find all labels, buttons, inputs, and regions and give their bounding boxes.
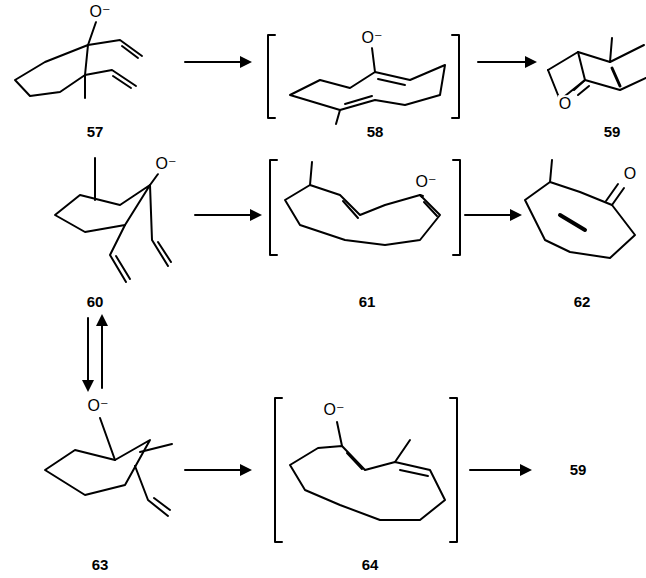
compound-number: 62	[573, 294, 592, 311]
molecule-64	[275, 398, 457, 542]
compound-number: 58	[366, 124, 385, 141]
molecule-61	[270, 160, 460, 255]
compound-number: 64	[361, 557, 380, 574]
compound-number: 57	[86, 124, 105, 141]
reaction-arrows	[88, 62, 527, 470]
compound-number: 63	[91, 557, 110, 574]
molecule-60	[55, 158, 171, 282]
atom-label: O⁻	[415, 173, 438, 191]
atom-label: O⁻	[87, 397, 110, 415]
molecule-58	[268, 35, 459, 124]
compound-number: 59	[603, 124, 622, 141]
compound-number: 61	[358, 294, 377, 311]
atom-label: O⁻	[89, 3, 112, 21]
atom-label: O⁻	[361, 29, 384, 47]
compound-number: 60	[86, 294, 105, 311]
molecule-57	[15, 22, 142, 98]
molecule-59	[548, 38, 646, 100]
compound-number: 59	[569, 462, 588, 479]
atom-label: O	[558, 95, 572, 113]
arrowheads	[82, 56, 537, 476]
molecule-63	[45, 418, 172, 516]
molecule-62	[525, 160, 635, 258]
atom-label: O	[623, 165, 637, 183]
atom-label: O⁻	[155, 155, 178, 173]
atom-label: O⁻	[323, 401, 346, 419]
